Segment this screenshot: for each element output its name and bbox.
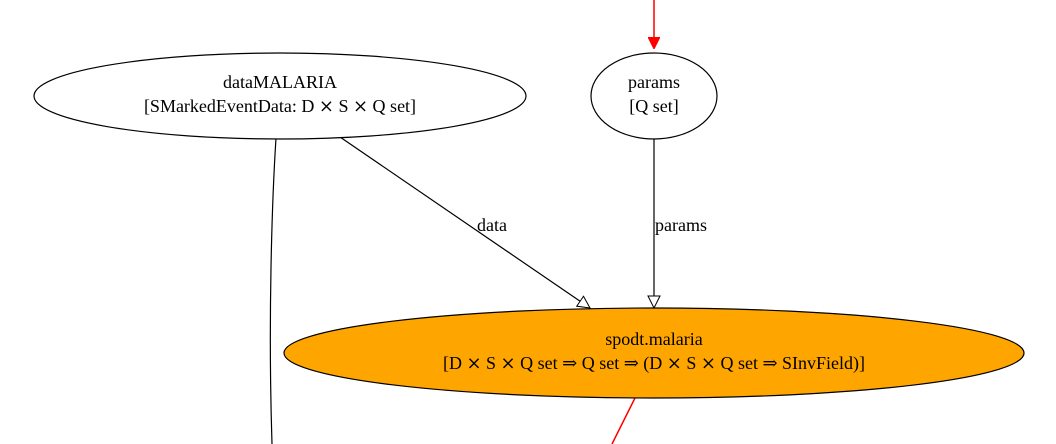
edge-spodt-down [611,397,636,444]
node-spodt-malaria[interactable]: spodt.malaria [D ⨯ S ⨯ Q set ⇒ Q set ⇒ (… [283,307,1025,399]
node-params-name: params [628,72,680,92]
edge-label-params: params [655,215,707,235]
node-data-malaria-name: dataMALARIA [223,72,337,92]
node-spodt-malaria-type: [D ⨯ S ⨯ Q set ⇒ Q set ⇒ (D ⨯ S ⨯ Q set … [443,353,865,374]
node-spodt-malaria-shape [283,307,1025,399]
node-data-malaria-type: [SMarkedEventData: D ⨯ S ⨯ Q set] [144,96,416,116]
edge-data-down [269,137,277,444]
node-params-shape [590,52,718,140]
node-data-malaria-shape [33,52,527,140]
node-params[interactable]: params [Q set] [590,52,718,140]
node-params-type: [Q set] [629,96,678,116]
edge-data-to-spodt [339,136,590,308]
node-data-malaria[interactable]: dataMALARIA [SMarkedEventData: D ⨯ S ⨯ Q… [33,52,527,140]
edge-label-data: data [477,215,507,235]
node-spodt-malaria-name: spodt.malaria [605,329,702,349]
